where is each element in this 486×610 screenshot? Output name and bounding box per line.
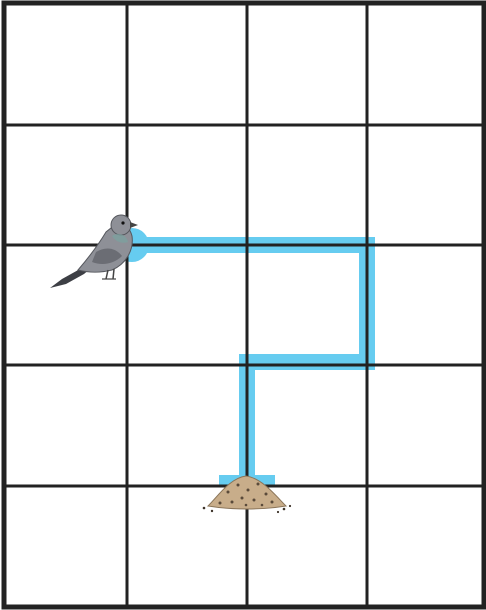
grid-lines [4,3,484,607]
grain-pile-icon[interactable] [203,476,291,513]
grid-border [4,3,484,607]
pigeon-icon[interactable] [50,215,138,288]
